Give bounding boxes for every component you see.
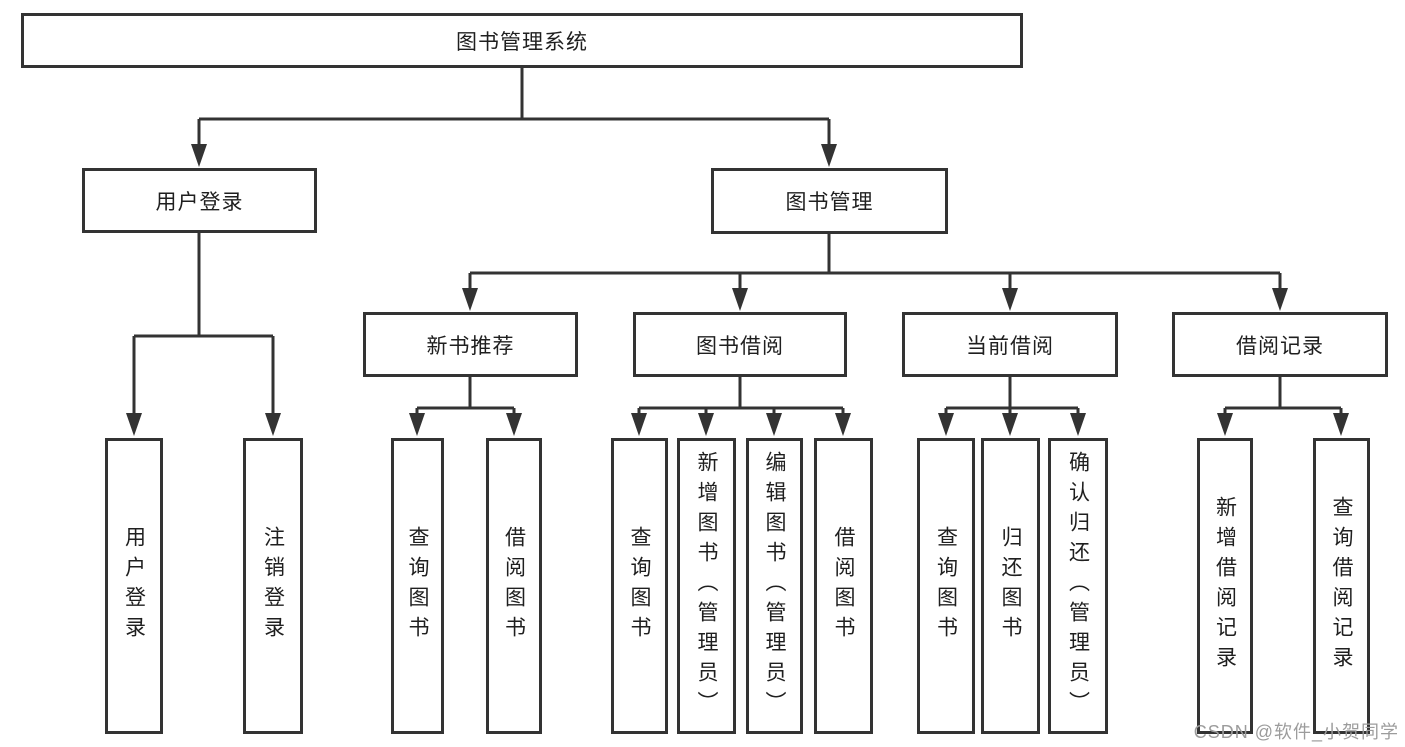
leaf-confirm-return-admin-label: 确认归还（管理员）	[1066, 451, 1090, 721]
leaf-edit-book-admin: 编辑图书（管理员）	[746, 438, 803, 734]
node-root-label: 图书管理系统	[456, 30, 588, 54]
leaf-confirm-return-admin: 确认归还（管理员）	[1048, 438, 1108, 734]
node-book-borrow-label: 图书借阅	[696, 334, 784, 358]
node-root: 图书管理系统	[21, 13, 1023, 68]
leaf-logout: 注销登录	[243, 438, 303, 734]
leaf-borrow-book-label: 借阅图书	[832, 526, 855, 646]
leaf-recommend-borrow-book: 借阅图书	[486, 438, 542, 734]
leaf-recommend-query-book: 查询图书	[391, 438, 444, 734]
leaf-add-book-admin: 新增图书（管理员）	[677, 438, 736, 734]
leaf-return-book: 归还图书	[981, 438, 1040, 734]
arrow-down-icons	[126, 144, 1349, 436]
leaf-recommend-query-book-label: 查询图书	[406, 526, 429, 646]
leaf-current-query-book-label: 查询图书	[934, 526, 958, 646]
leaf-add-borrow-record: 新增借阅记录	[1197, 438, 1253, 734]
leaf-borrow-book: 借阅图书	[814, 438, 873, 734]
leaf-borrow-query-book: 查询图书	[611, 438, 668, 734]
leaf-add-borrow-record-label: 新增借阅记录	[1213, 496, 1237, 676]
leaf-recommend-borrow-book-label: 借阅图书	[502, 526, 526, 646]
leaf-user-login: 用户登录	[105, 438, 163, 734]
node-book-borrow: 图书借阅	[633, 312, 847, 377]
leaf-borrow-query-book-label: 查询图书	[628, 526, 651, 646]
csdn-watermark: CSDN @软件_小贺同学	[1193, 722, 1399, 742]
node-new-book-recommend-label: 新书推荐	[426, 334, 515, 358]
node-user-login: 用户登录	[82, 168, 317, 233]
leaf-user-login-label: 用户登录	[122, 526, 146, 646]
leaf-logout-label: 注销登录	[261, 526, 285, 646]
node-borrow-record-label: 借阅记录	[1236, 334, 1324, 358]
node-user-login-label: 用户登录	[155, 190, 244, 214]
leaf-add-book-admin-label: 新增图书（管理员）	[695, 451, 718, 721]
node-current-borrow-label: 当前借阅	[966, 334, 1054, 358]
leaf-query-borrow-record-label: 查询借阅记录	[1330, 496, 1353, 676]
leaf-current-query-book: 查询图书	[917, 438, 975, 734]
node-new-book-recommend: 新书推荐	[363, 312, 578, 377]
leaf-return-book-label: 归还图书	[999, 526, 1022, 646]
node-current-borrow: 当前借阅	[902, 312, 1118, 377]
node-book-management-label: 图书管理	[785, 191, 874, 214]
node-book-management: 图书管理	[711, 168, 948, 234]
node-borrow-record: 借阅记录	[1172, 312, 1388, 377]
leaf-query-borrow-record: 查询借阅记录	[1313, 438, 1370, 734]
leaf-edit-book-admin-label: 编辑图书（管理员）	[763, 451, 786, 721]
connector-paths	[132, 68, 1343, 417]
